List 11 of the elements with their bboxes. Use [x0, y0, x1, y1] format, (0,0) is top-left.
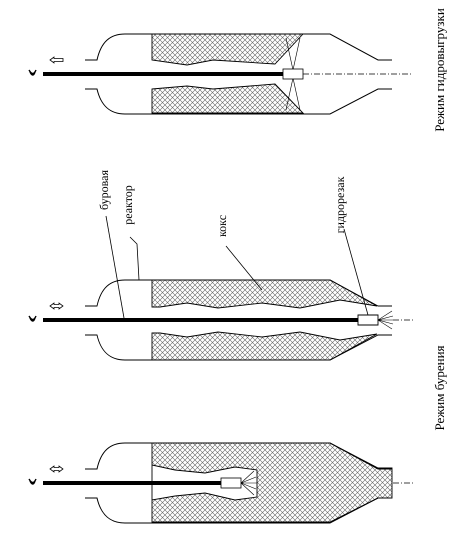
part-label: гидрорезак	[333, 176, 347, 234]
part-label: буровая	[97, 170, 111, 210]
leader-line	[226, 246, 262, 290]
part-label: реактор	[121, 185, 135, 225]
drill-pipe	[43, 318, 358, 322]
leader-line	[106, 216, 124, 318]
mode-caption: Режим гидровыгрузки	[433, 8, 447, 132]
leader-line	[130, 236, 140, 280]
mode-caption: Режим бурения	[433, 345, 447, 431]
part-label: кокс	[215, 214, 229, 238]
leader-line	[344, 228, 368, 316]
